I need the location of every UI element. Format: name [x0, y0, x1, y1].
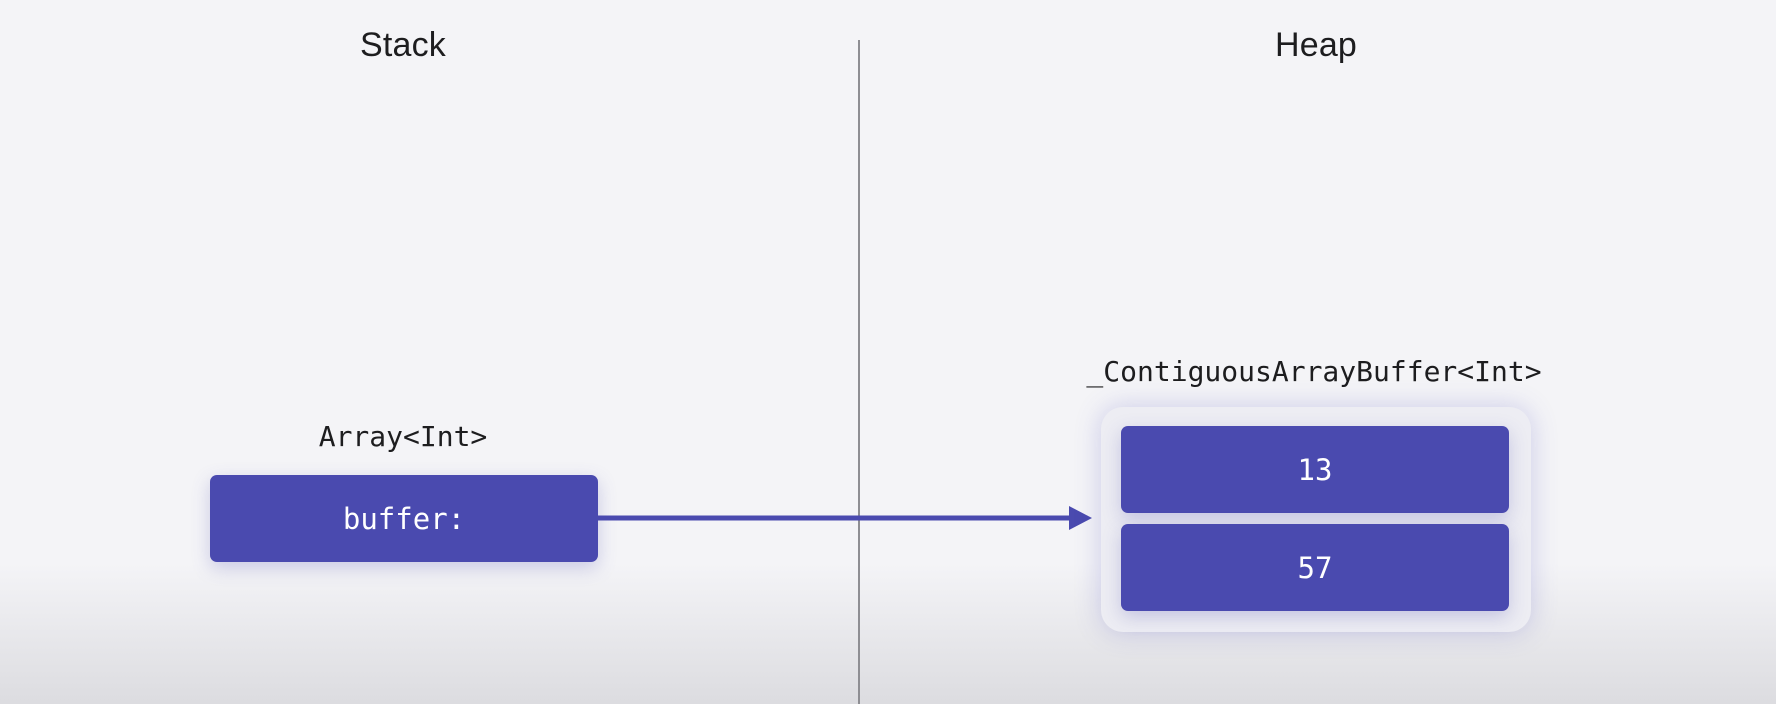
array-type-label: Array<Int> — [318, 420, 488, 453]
stack-title: Stack — [359, 26, 447, 64]
heap-element-cell: 57 — [1121, 524, 1509, 611]
stack-buffer-field: buffer: — [210, 475, 598, 562]
buffer-type-label: _ContiguousArrayBuffer<Int> — [1086, 355, 1542, 388]
heap-buffer-container: 13 57 — [1101, 407, 1531, 632]
stack-heap-divider — [858, 40, 860, 704]
heap-element-cell: 13 — [1121, 426, 1509, 513]
pointer-arrow-head — [1069, 506, 1092, 530]
heap-title: Heap — [1274, 26, 1358, 64]
